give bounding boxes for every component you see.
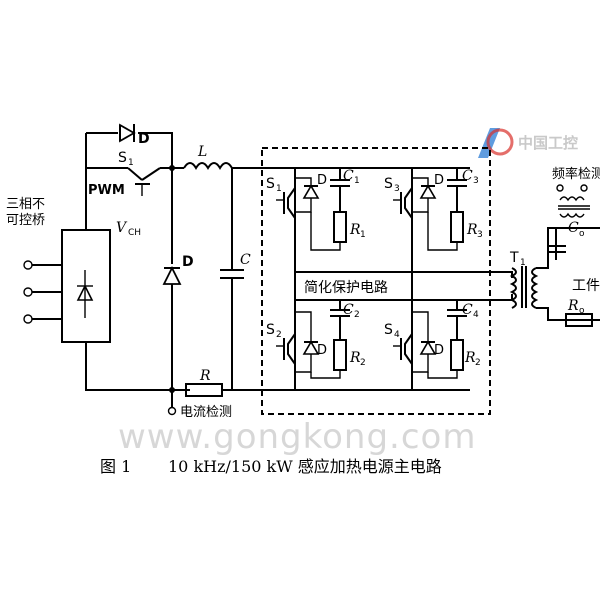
label-s1: S	[118, 150, 127, 166]
switch-s1-cell: S 1 D C 1 R 1	[266, 168, 366, 251]
label-resistor-r: R	[199, 368, 211, 384]
label-c1: C	[343, 168, 354, 184]
label-c4-sub: 4	[473, 310, 479, 320]
label-d-sw4: D	[434, 343, 444, 358]
label-sw1: S	[266, 176, 275, 192]
current-sense-resistor: R 电流检测	[167, 368, 295, 420]
label-vch-sub: CH	[128, 228, 141, 238]
caption-fig: 图 1	[100, 457, 131, 476]
label-ro: R	[567, 298, 579, 314]
label-r3-sub: 3	[477, 230, 483, 240]
label-c1-sub: 1	[354, 176, 360, 186]
label-protection: 简化保护电路	[304, 279, 388, 296]
label-cap-c: C	[240, 252, 251, 268]
label-r2-sub: 2	[360, 358, 366, 368]
label-sw4: S	[384, 322, 393, 338]
label-r2: R	[349, 350, 361, 366]
figure-caption: 图 1 10 kHz/150 kW 感应加热电源主电路	[100, 457, 442, 476]
diode-d-top: D	[119, 123, 150, 147]
label-inductor: L	[197, 144, 207, 160]
label-ro-sub: o	[579, 306, 585, 316]
logo-text: 中国工控	[518, 134, 578, 152]
label-co: C	[568, 220, 579, 236]
label-r3: R	[466, 222, 478, 238]
label-c4: C	[462, 302, 473, 318]
dc-bus-wiring	[85, 132, 190, 391]
label-d-sw2: D	[317, 343, 327, 358]
label-c3: C	[462, 168, 473, 184]
watermark-site: www.gongkong.com	[118, 417, 476, 457]
label-d-sw1: D	[317, 173, 327, 188]
label-sw3: S	[384, 176, 393, 192]
switch-s3-cell: S 3 D C 3 R 3	[384, 168, 483, 251]
load-section: C o R o 工件 频率检测	[536, 166, 600, 327]
label-sw2-sub: 2	[276, 330, 282, 340]
freewheel-diode: D	[162, 168, 194, 390]
label-s1-sub: 1	[128, 158, 134, 168]
transformer-t1: T 1	[500, 250, 539, 309]
label-t1-sub: 1	[520, 258, 526, 268]
filter-capacitor: C	[220, 168, 251, 390]
label-c3-sub: 3	[473, 176, 479, 186]
chopper-switch-s1: S 1 PWM V CH	[88, 150, 175, 238]
label-d-mid: D	[182, 254, 194, 270]
label-sw4-sub: 4	[394, 330, 400, 340]
label-t1: T	[509, 250, 519, 266]
rectifier-block: 三相不 可控桥	[6, 197, 111, 343]
rectifier-label-2: 可控桥	[6, 213, 45, 228]
label-sw2: S	[266, 322, 275, 338]
inverter-dashed-box	[261, 147, 491, 415]
label-r1: R	[349, 222, 361, 238]
rectifier-label-1: 三相不	[6, 197, 45, 212]
label-d-sw3: D	[434, 173, 444, 188]
three-phase-inputs	[23, 260, 62, 324]
label-sw3-sub: 3	[394, 184, 400, 194]
label-c2: C	[343, 302, 354, 318]
inductor-l: L	[172, 144, 295, 170]
label-vch: V	[116, 220, 128, 236]
label-pwm: PWM	[88, 183, 125, 198]
label-r4: R	[464, 350, 476, 366]
watermark-logo: 中国工控	[478, 128, 578, 158]
label-co-sub: o	[579, 229, 585, 239]
label-d-top: D	[138, 131, 150, 147]
label-sw1-sub: 1	[276, 184, 282, 194]
label-work: 工件	[572, 278, 600, 294]
caption-title: 10 kHz/150 kW 感应加热电源主电路	[168, 457, 442, 476]
label-r1-sub: 1	[360, 230, 366, 240]
label-current-detect: 电流检测	[180, 405, 232, 420]
label-r4-sub: 2	[475, 358, 481, 368]
switch-s4-cell: S 4 D C 4 R 2	[384, 300, 481, 379]
logo-icon	[478, 128, 514, 158]
switch-s2-cell: S 2 D C 2 R 2	[266, 300, 366, 379]
label-c2-sub: 2	[354, 310, 360, 320]
label-freq-detect: 频率检测	[552, 166, 600, 182]
